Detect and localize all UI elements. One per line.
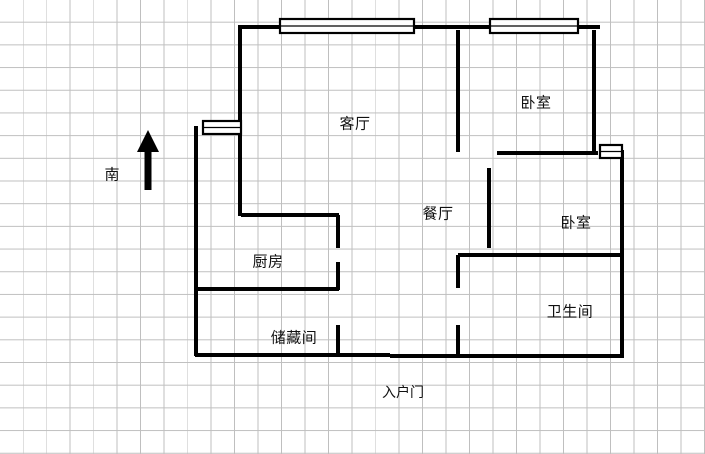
- room-label-bathroom: 卫生间: [546, 302, 594, 321]
- room-label-living-room: 客厅: [339, 114, 371, 133]
- bedroom-south-window-icon: [598, 143, 624, 160]
- room-label-bedroom-south: 卧室: [560, 213, 592, 232]
- kitchen-window-icon: [201, 119, 243, 136]
- compass-arrow-head: [137, 130, 159, 152]
- compass-direction-label: 南: [104, 165, 120, 184]
- room-label-kitchen: 厨房: [252, 252, 284, 271]
- bedroom-north-window-icon: [488, 17, 580, 35]
- entry-door-label: 入户门: [382, 385, 424, 401]
- windows-group: [201, 17, 624, 160]
- compass-arrow-icon: [137, 130, 159, 190]
- room-label-dining-room: 餐厅: [422, 204, 454, 223]
- room-label-bedroom-north: 卧室: [520, 93, 552, 112]
- living-room-window-icon: [278, 17, 416, 35]
- room-label-storage-room: 储藏间: [270, 328, 318, 347]
